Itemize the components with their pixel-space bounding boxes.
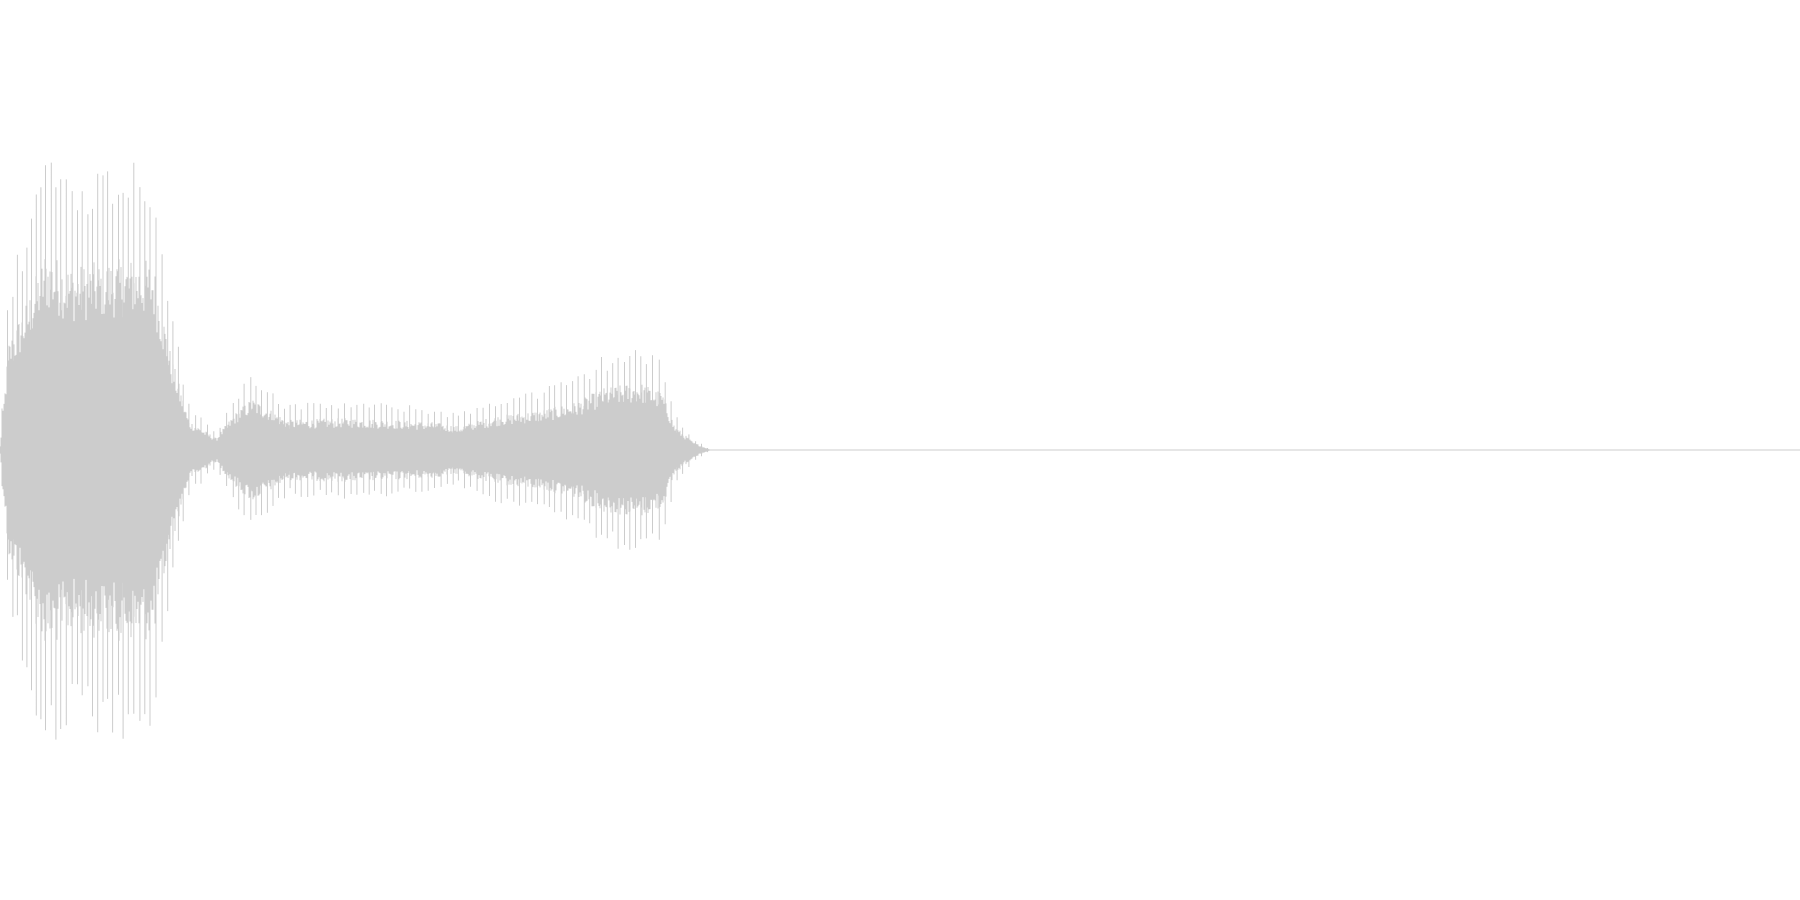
- waveform-core: [0, 259, 711, 641]
- waveform-peaks: [1, 162, 709, 740]
- waveform-body: [0, 259, 711, 641]
- waveform-spikes: [1, 162, 709, 740]
